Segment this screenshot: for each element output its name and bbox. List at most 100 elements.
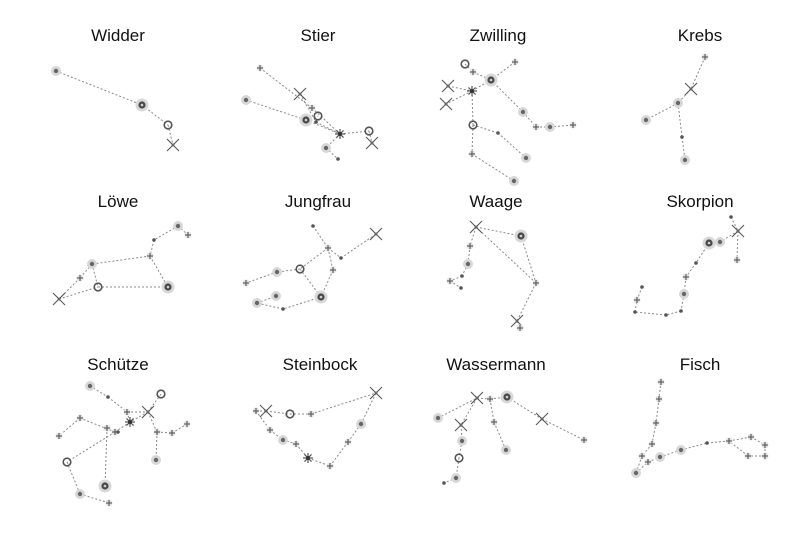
star-icon — [641, 115, 651, 125]
star-icon — [715, 237, 725, 247]
star-icon — [173, 221, 183, 231]
constellation-line — [340, 233, 377, 259]
star-icon — [313, 111, 323, 121]
star-icon — [468, 120, 478, 130]
constellation-line — [736, 230, 739, 261]
star-icon — [486, 395, 494, 403]
star-icon — [336, 157, 340, 161]
star-icon — [460, 274, 464, 278]
star-icon — [633, 310, 637, 314]
star-icon — [761, 441, 769, 449]
star-icon — [123, 408, 131, 416]
constellation-line — [310, 392, 377, 415]
star-icon — [490, 418, 498, 426]
constellation-line — [312, 225, 329, 249]
title-stier: Stier — [300, 26, 336, 45]
star-icon — [684, 82, 698, 96]
constellation-line — [155, 431, 158, 461]
star-icon — [466, 242, 474, 250]
star-icon — [166, 138, 180, 152]
star-icon — [729, 215, 733, 219]
constellation-line — [245, 271, 278, 284]
star-icon — [467, 86, 477, 96]
star-icon — [454, 453, 464, 463]
constellation-jungfrau — [242, 224, 383, 311]
star-icon — [285, 409, 295, 419]
star-icon — [569, 121, 577, 129]
constellation-line — [493, 421, 507, 451]
constellation-line — [79, 493, 110, 504]
star-icon — [468, 150, 476, 158]
star-icon — [701, 53, 709, 61]
title-waage: Waage — [469, 192, 523, 211]
constellation-line — [471, 90, 474, 126]
star-icon — [463, 259, 473, 269]
constellation-line — [677, 88, 692, 104]
star-icon — [580, 436, 588, 444]
star-icon — [151, 455, 161, 465]
star-icon — [673, 98, 683, 108]
constellation-line — [683, 276, 687, 295]
star-icon — [324, 244, 332, 252]
star-icon — [682, 273, 690, 281]
star-icon — [293, 87, 307, 101]
constellation-line — [541, 418, 585, 441]
constellation-line — [315, 121, 341, 135]
constellation-line — [167, 124, 174, 146]
constellation-waage — [446, 220, 540, 332]
constellation-line — [129, 411, 149, 423]
constellation-line — [634, 311, 667, 316]
star-icon — [93, 282, 103, 292]
constellation-line — [327, 247, 342, 259]
star-icon — [314, 120, 318, 124]
star-icon — [648, 440, 656, 448]
star-icon — [321, 143, 331, 153]
star-icon — [184, 231, 192, 239]
constellation-line — [730, 216, 739, 232]
star-icon — [702, 236, 716, 250]
star-icon — [153, 428, 161, 436]
star-icon — [518, 107, 528, 117]
constellation-line — [91, 255, 151, 265]
star-icon — [532, 279, 540, 287]
star-icon — [76, 414, 84, 422]
star-icon — [105, 499, 113, 507]
constellation-line — [437, 397, 478, 419]
star-icon — [252, 298, 262, 308]
star-icon — [446, 277, 454, 285]
constellation-line — [79, 263, 93, 279]
title-jungfrau: Jungfrau — [284, 192, 352, 211]
star-icon — [75, 489, 85, 499]
star-icon — [161, 280, 175, 294]
constellation-line — [658, 381, 662, 400]
constellation-line — [520, 235, 537, 284]
star-icon — [281, 307, 285, 311]
constellation-line — [471, 124, 474, 155]
star-icon — [457, 436, 467, 446]
star-icon — [640, 285, 644, 289]
title-loewe: Löwe — [97, 192, 139, 211]
constellation-line — [655, 398, 660, 424]
title-widder: Widder — [91, 26, 145, 45]
star-icon — [694, 261, 698, 265]
constellation-line — [489, 398, 495, 423]
constellation-line — [460, 397, 478, 426]
constellation-line — [728, 440, 749, 457]
star-icon — [469, 220, 483, 234]
star-icon — [271, 291, 281, 301]
star-icon — [633, 296, 641, 304]
constellation-stier — [241, 64, 379, 161]
star-icon — [308, 104, 316, 112]
star-icon — [335, 129, 345, 139]
star-icon — [511, 58, 519, 66]
constellation-line — [677, 102, 683, 138]
star-icon — [311, 224, 315, 228]
constellation-line — [685, 262, 697, 278]
constellation-schuetze — [55, 381, 191, 507]
star-icon — [303, 453, 313, 463]
constellation-line — [256, 302, 284, 310]
star-icon — [266, 426, 274, 434]
constellation-line — [282, 296, 322, 310]
star-icon — [532, 123, 540, 131]
constellation-line — [325, 147, 339, 160]
